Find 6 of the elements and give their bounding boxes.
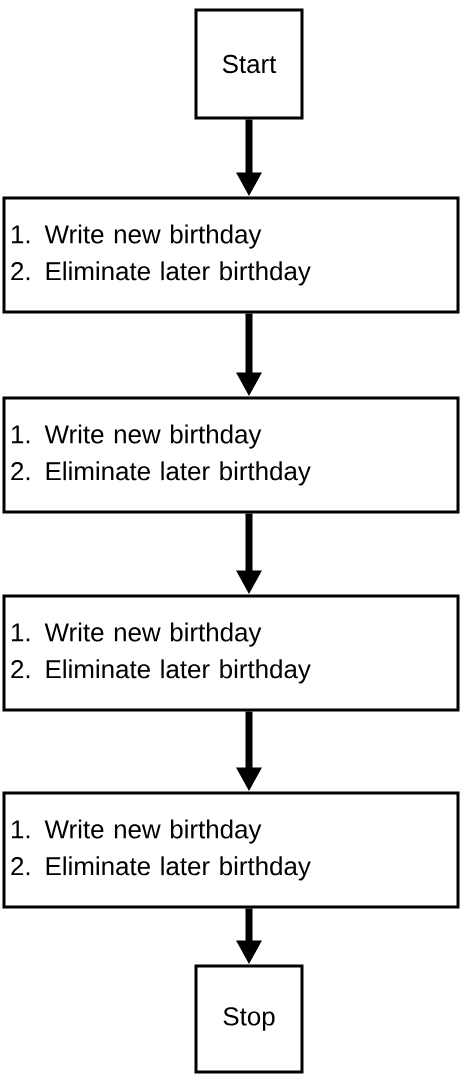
- step-box: 1. Write new birthday 2. Eliminate later birthday: [2, 594, 460, 712]
- step-box: 1. Write new birthday 2. Eliminate later birthday: [2, 396, 460, 514]
- step-box: 1. Write new birthday 2. Eliminate later birthday: [2, 791, 460, 909]
- step-box: 1. Write new birthday 2. Eliminate later birthday: [2, 196, 460, 314]
- terminal-box: Start: [194, 8, 304, 120]
- terminal-box: Stop: [194, 964, 304, 1074]
